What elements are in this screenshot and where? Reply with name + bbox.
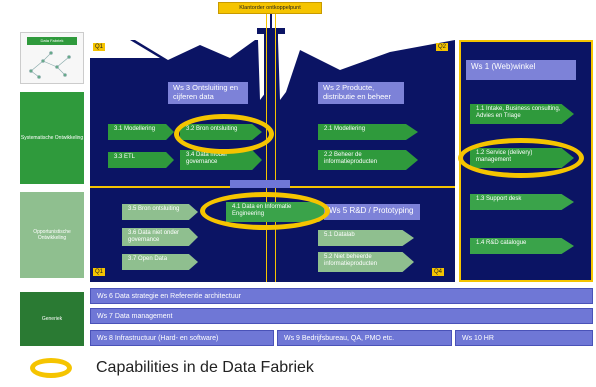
tower-spire xyxy=(270,14,272,30)
ws6-bar: Ws 6 Data strategie en Referentie archit… xyxy=(90,288,593,304)
lower-left-item-3: 3.7 Open Data xyxy=(122,254,198,270)
ws3-title: Ws 3 Ontsluiting en cijferen data xyxy=(168,82,248,104)
generic-label: Generiek xyxy=(20,292,84,346)
lower-left-item-2: 3.6 Data niet onder governance xyxy=(122,228,198,246)
ws2-title: Ws 2 Producte, distributie en beheer xyxy=(318,82,404,104)
ws3-item-1: 3.1 Modellering xyxy=(108,124,174,140)
network-graph-icon xyxy=(29,51,71,79)
highlight-ring-bron-ontsluiting xyxy=(174,114,274,154)
ws9-bar: Ws 9 Bedrijfsbureau, QA, PMO etc. xyxy=(277,330,452,346)
decoupling-line-left xyxy=(266,14,267,282)
ws1-item-1: 1.1 Intake, Business consulting, Advies … xyxy=(470,104,574,124)
ws2-item-2: 2.2 Beheer de informatieproducten xyxy=(318,150,418,170)
legend-label: Capabilities in de Data Fabriek xyxy=(96,359,314,376)
ws3-item-4: 3.4 Data model governance xyxy=(180,150,262,170)
ws1-title: Ws 1 (Web)winkel xyxy=(466,60,576,80)
quadrant-q1-top: Q1 xyxy=(93,43,106,51)
ws10-bar: Ws 10 HR xyxy=(455,330,593,346)
decoupling-point-label: Klantorder ontkoppelpunt xyxy=(218,2,322,14)
logo-title: Data Fabriek xyxy=(27,37,77,45)
ws3-item-3: 3.3 ETL xyxy=(108,152,174,168)
decoupling-line-right xyxy=(275,14,276,282)
ws5-item-1: 5.1 Datalab xyxy=(318,230,414,246)
highlight-ring-data-engineering xyxy=(200,192,330,230)
ws1-item-3: 1.3 Support desk xyxy=(470,194,574,210)
ws8-bar: Ws 8 Infrastructuur (Hard- en software) xyxy=(90,330,274,346)
quadrant-q2: Q2 xyxy=(436,43,449,51)
ws1-item-4: 1.4 R&D catalogue xyxy=(470,238,574,254)
center-connector xyxy=(230,180,290,188)
ws2-item-1: 2.1 Modellering xyxy=(318,124,418,140)
legend-ring-icon xyxy=(30,358,72,378)
logo-box: Data Fabriek xyxy=(20,32,84,84)
lower-left-item-1: 3.5 Bron ontsluiting xyxy=(122,204,198,220)
quadrant-q1-bottom: Q1 xyxy=(93,268,106,276)
highlight-ring-service-management xyxy=(458,138,584,178)
systematic-development-label: Systematische Ontwikkeling xyxy=(20,92,84,184)
skyline-shape xyxy=(90,40,455,100)
ws7-bar: Ws 7 Data management xyxy=(90,308,593,324)
quadrant-q4: Q4 xyxy=(432,268,445,276)
opportunistic-development-label: Opportunistische Ontwikkeling xyxy=(20,192,84,278)
tower-cap xyxy=(257,28,285,34)
ws5-title: Ws 5 R&D / Prototyping xyxy=(324,204,420,220)
ws5-item-2: 5.2 Niet beheerde informatieproducten xyxy=(318,252,414,272)
